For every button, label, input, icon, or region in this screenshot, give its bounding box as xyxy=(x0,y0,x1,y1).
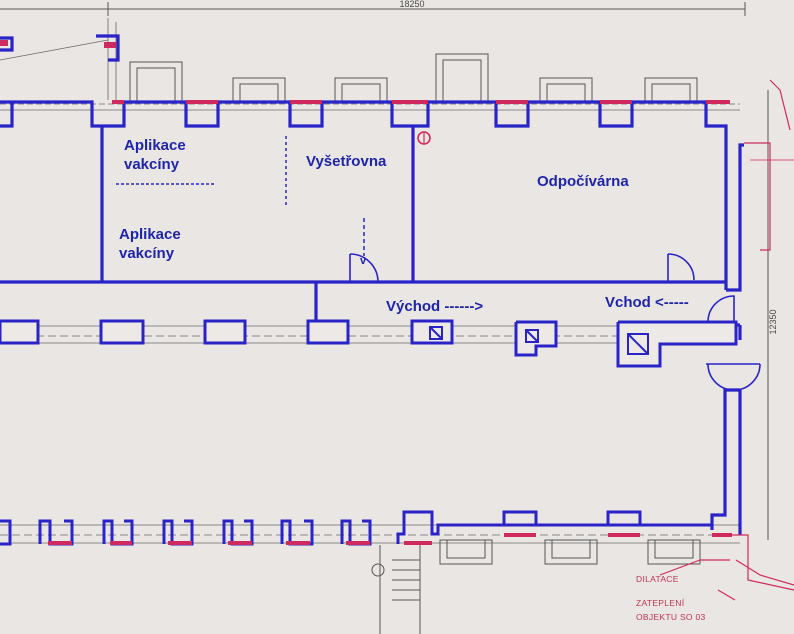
column-hatches xyxy=(429,326,649,355)
staircase xyxy=(371,545,421,634)
room-label-vaccination-lower-1: Aplikace xyxy=(119,226,181,243)
dilatation-note: DILATACE xyxy=(636,574,679,584)
top-dimension: 18250 xyxy=(0,0,746,16)
room-label-vaccination-upper-1: Aplikace xyxy=(124,137,186,154)
dashed-markers xyxy=(116,136,365,256)
insulation-accents xyxy=(0,40,732,545)
insulation-note-1: ZATEPLENÍ xyxy=(636,598,685,608)
right-dimension: 12350 xyxy=(767,90,778,540)
insulation-note-2: OBJEKTU SO 03 xyxy=(636,612,706,622)
room-label-rest-room: Odpočívárna xyxy=(537,173,629,190)
room-label-vaccination-upper-2: vakcíny xyxy=(124,156,180,173)
entrance-arrow-label: Vchod <----- xyxy=(605,294,689,311)
bottom-windows xyxy=(439,539,701,565)
room-label-examination: Vyšetřovna xyxy=(306,153,387,170)
doors xyxy=(349,253,761,391)
room-label-vaccination-lower-2: vakcíny xyxy=(119,245,175,262)
door-arrow-mark: v xyxy=(360,255,367,267)
right-dimension-label: 12350 xyxy=(768,309,778,334)
walls xyxy=(0,34,744,535)
accent-lines xyxy=(417,79,794,601)
top-dimension-label: 18250 xyxy=(399,0,424,9)
exit-arrow-label: Východ ------> xyxy=(386,298,483,315)
